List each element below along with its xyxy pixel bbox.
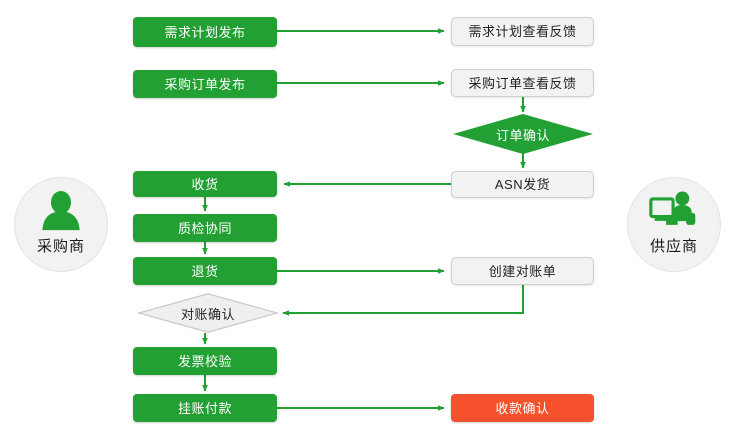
node-label: 退货 xyxy=(191,263,219,279)
person-at-computer-icon xyxy=(648,189,700,233)
node-receipt-confirm[interactable]: 收款确认 xyxy=(451,394,594,422)
node-po-publish[interactable]: 采购订单发布 xyxy=(133,70,277,98)
node-label: 需求计划查看反馈 xyxy=(468,24,577,39)
actor-buyer-label: 采购商 xyxy=(36,238,85,255)
node-label: 采购订单查看反馈 xyxy=(468,75,577,91)
person-icon xyxy=(35,189,87,233)
node-label: 对账确认 xyxy=(180,306,235,322)
node-payment-posting[interactable]: 挂账付款 xyxy=(133,394,277,422)
actor-supplier-label: 供应商 xyxy=(649,238,698,255)
node-label: 需求计划发布 xyxy=(164,24,246,40)
node-invoice-verify[interactable]: 发票校验 xyxy=(133,347,277,375)
node-label: 采购订单发布 xyxy=(164,76,246,92)
node-label: 发票校验 xyxy=(177,353,232,369)
node-label: 挂账付款 xyxy=(177,400,232,416)
node-po-review[interactable]: 采购订单查看反馈 xyxy=(451,69,594,97)
node-return-goods[interactable]: 退货 xyxy=(133,257,277,285)
node-label: 订单确认 xyxy=(495,127,550,143)
node-goods-receipt[interactable]: 收货 xyxy=(133,171,277,197)
node-demand-plan-publish[interactable]: 需求计划发布 xyxy=(133,17,277,47)
node-label: 质检协同 xyxy=(177,220,232,236)
node-asn-shipment[interactable]: ASN发货 xyxy=(451,171,594,198)
node-label: ASN发货 xyxy=(494,177,551,192)
node-label: 创建对账单 xyxy=(488,263,557,279)
actor-supplier[interactable]: 供应商 xyxy=(627,177,721,272)
node-quality-collab[interactable]: 质检协同 xyxy=(133,214,277,242)
node-statement-confirm[interactable]: 对账确认 xyxy=(136,293,280,333)
node-order-confirm[interactable]: 订单确认 xyxy=(453,114,593,154)
edge-create-statement-to-statement-confirm xyxy=(282,285,524,316)
actor-buyer[interactable]: 采购商 xyxy=(14,177,108,272)
node-label: 收货 xyxy=(191,176,219,192)
node-demand-plan-review[interactable]: 需求计划查看反馈 xyxy=(451,17,594,46)
node-create-statement[interactable]: 创建对账单 xyxy=(451,257,594,285)
node-label: 收款确认 xyxy=(495,400,550,416)
